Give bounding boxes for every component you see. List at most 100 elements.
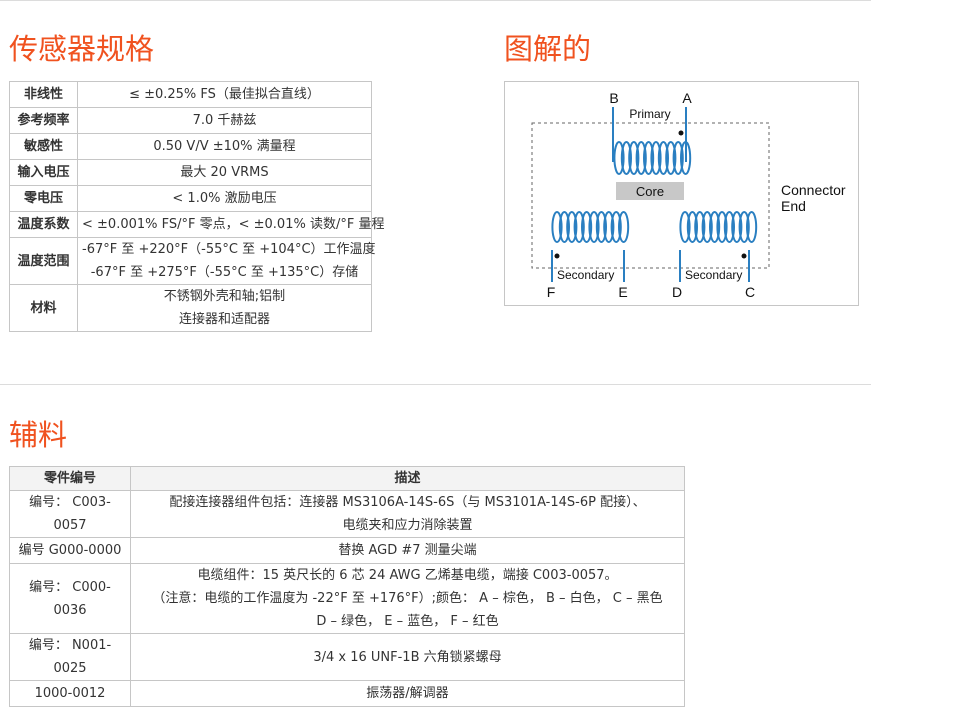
core-label: Core (636, 184, 664, 199)
part-description: 电缆组件：15 英尺长的 6 芯 24 AWG 乙烯基电缆，端接 C003-00… (130, 563, 685, 634)
primary-polarity-dot (678, 130, 684, 136)
lvdt-schematic: Core B A Primary Secondary Secondary F E… (531, 90, 846, 300)
coil-loop (701, 211, 713, 243)
spec-label: 参考频率 (9, 107, 78, 134)
coil-loop (731, 211, 743, 243)
spec-value-line: 最大 20 VRMS (180, 165, 269, 180)
pin-c-label: C (745, 284, 755, 300)
spec-value: < 1.0% 激励电压 (77, 185, 372, 212)
description-line: 3/4 x 16 UNF-1B 六角锁紧螺母 (313, 649, 502, 665)
pin-b-label: B (609, 90, 618, 106)
coil-loop (738, 211, 750, 243)
spec-row: 温度系数< ±0.001% FS/°F 零点，< ±0.01% 读数/°F 量程 (9, 211, 385, 238)
core-bar (616, 182, 684, 200)
spec-value: 0.50 V/V ±10% 满量程 (77, 133, 372, 160)
secondary-left-label: Secondary (557, 268, 614, 282)
coil-loop (672, 141, 684, 175)
description-line: 电缆组件：15 英尺长的 6 芯 24 AWG 乙烯基电缆，端接 C003-00… (197, 568, 618, 583)
coil-loop (613, 141, 625, 175)
coil-loop (558, 211, 570, 243)
pin-f-label: F (547, 284, 556, 300)
coil-loop (635, 141, 647, 175)
secondary-coil-right (679, 211, 758, 243)
spec-value-line: < ±0.001% FS/°F 零点，< ±0.01% 读数/°F 量程 (82, 217, 385, 232)
part-description: 配接连接器组件包括：连接器 MS3106A-14S-6S（与 MS3101A-1… (130, 490, 685, 538)
spec-value: 7.0 千赫兹 (77, 107, 372, 134)
spec-row: 敏感性 0.50 V/V ±10% 满量程 (9, 133, 372, 160)
coil-loop (610, 211, 622, 243)
secondary-right-polarity-dot (741, 253, 747, 259)
spec-row: 输入电压 最大 20 VRMS (9, 159, 372, 186)
spec-value-line: 7.0 千赫兹 (192, 113, 257, 128)
coil-loop (643, 141, 655, 175)
housing-outline (531, 122, 770, 269)
description-line: （注意：电缆的工作温度为 -22°F 至 +176°F）;颜色： A – 棕色，… (152, 591, 663, 606)
coil-loop (595, 211, 607, 243)
part-number: 1000-0012 (9, 680, 131, 707)
spec-value-line: 连接器和适配器 (178, 312, 270, 327)
coil-loop (716, 211, 728, 243)
coil-loop (686, 211, 698, 243)
coil-loop (694, 211, 706, 243)
connector-label-line2: End (781, 198, 806, 214)
accessory-row: 编号 G000-0000 替换 AGD #7 测量尖端 (9, 537, 685, 564)
coil-loop (665, 141, 677, 175)
coil-loop (657, 141, 669, 175)
accessory-row: 编号： C000-0036 电缆组件：15 英尺长的 6 芯 24 AWG 乙烯基… (9, 563, 685, 634)
part-number: 编号： C000-0036 (9, 563, 131, 634)
spec-value-line: ≤ ±0.25% FS（最佳拟合直线） (129, 87, 320, 102)
pin-d-label: D (672, 284, 682, 300)
spec-row: 非线性 ≤ ±0.25% FS（最佳拟合直线） (9, 81, 372, 108)
spec-label: 零电压 (9, 185, 78, 212)
top-divider (0, 0, 871, 1)
spec-value-line: < 1.0% 激励电压 (172, 191, 277, 206)
description-line: 电缆夹和应力消除装置 (342, 518, 473, 533)
coil-loop (581, 211, 593, 243)
accessories-header-row: 零件编号 描述 (9, 466, 685, 491)
secondary-left-polarity-dot (554, 253, 560, 259)
spec-value: -67°F 至 +220°F（-55°C 至 +104°C）工作温度-67°F … (77, 237, 376, 285)
part-number-header: 零件编号 (9, 466, 131, 491)
spec-label: 敏感性 (9, 133, 78, 160)
pin-a-label: A (682, 90, 692, 106)
spec-value: ≤ ±0.25% FS（最佳拟合直线） (77, 81, 372, 108)
description-line: 振荡器/解调器 (366, 686, 449, 701)
specs-section-title: 传感器规格 (9, 32, 155, 66)
part-description: 3/4 x 16 UNF-1B 六角锁紧螺母 (130, 633, 685, 681)
spec-value-line: -67°F 至 +220°F（-55°C 至 +104°C）工作温度 (82, 242, 376, 257)
spec-row: 材料不锈钢外壳和轴;铝制连接器和适配器 (9, 284, 372, 332)
pin-e-label: E (618, 284, 627, 300)
spec-value-line: 0.50 V/V ±10% 满量程 (153, 139, 296, 154)
coil-loop (650, 141, 662, 175)
spec-value: < ±0.001% FS/°F 零点，< ±0.01% 读数/°F 量程 (77, 211, 385, 238)
part-number: 编号 G000-0000 (9, 537, 131, 564)
spec-value: 不锈钢外壳和轴;铝制连接器和适配器 (77, 284, 372, 332)
spec-value: 最大 20 VRMS (77, 159, 372, 186)
spec-row: 温度范围-67°F 至 +220°F（-55°C 至 +104°C）工作温度-6… (9, 237, 376, 285)
section-divider (0, 384, 871, 385)
spec-label: 输入电压 (9, 159, 78, 186)
spec-label: 温度范围 (9, 237, 78, 285)
spec-row: 零电压 < 1.0% 激励电压 (9, 185, 372, 212)
secondary-right-label: Secondary (685, 268, 742, 282)
secondary-coil-left (551, 211, 630, 243)
coil-loop (723, 211, 735, 243)
accessories-table: 零件编号 描述 编号： C003-0057 配接连接器组件包括：连接器 MS310… (9, 466, 685, 707)
part-number: 编号： N001-0025 (9, 633, 131, 681)
description-line: 替换 AGD #7 测量尖端 (338, 543, 477, 558)
coil-loop (566, 211, 578, 243)
description-line: 配接连接器组件包括：连接器 MS3106A-14S-6S（与 MS3101A-1… (169, 495, 646, 510)
coil-loop (573, 211, 585, 243)
spec-value-line: 不锈钢外壳和轴;铝制 (163, 289, 286, 304)
coil-loop (588, 211, 600, 243)
coil-loop (709, 211, 721, 243)
coil-loop (551, 211, 563, 243)
part-number: 编号： C003-0057 (9, 490, 131, 538)
spec-row: 参考频率 7.0 千赫兹 (9, 107, 372, 134)
coil-loop (603, 211, 615, 243)
spec-label: 非线性 (9, 81, 78, 108)
coil-loop (628, 141, 640, 175)
wiring-diagram: Core B A Primary Secondary Secondary F E… (504, 81, 859, 306)
primary-coil (613, 141, 692, 175)
sensor-spec-table: 非线性 ≤ ±0.25% FS（最佳拟合直线） 参考频率 7.0 千赫兹敏感性 0.50… (9, 81, 385, 332)
